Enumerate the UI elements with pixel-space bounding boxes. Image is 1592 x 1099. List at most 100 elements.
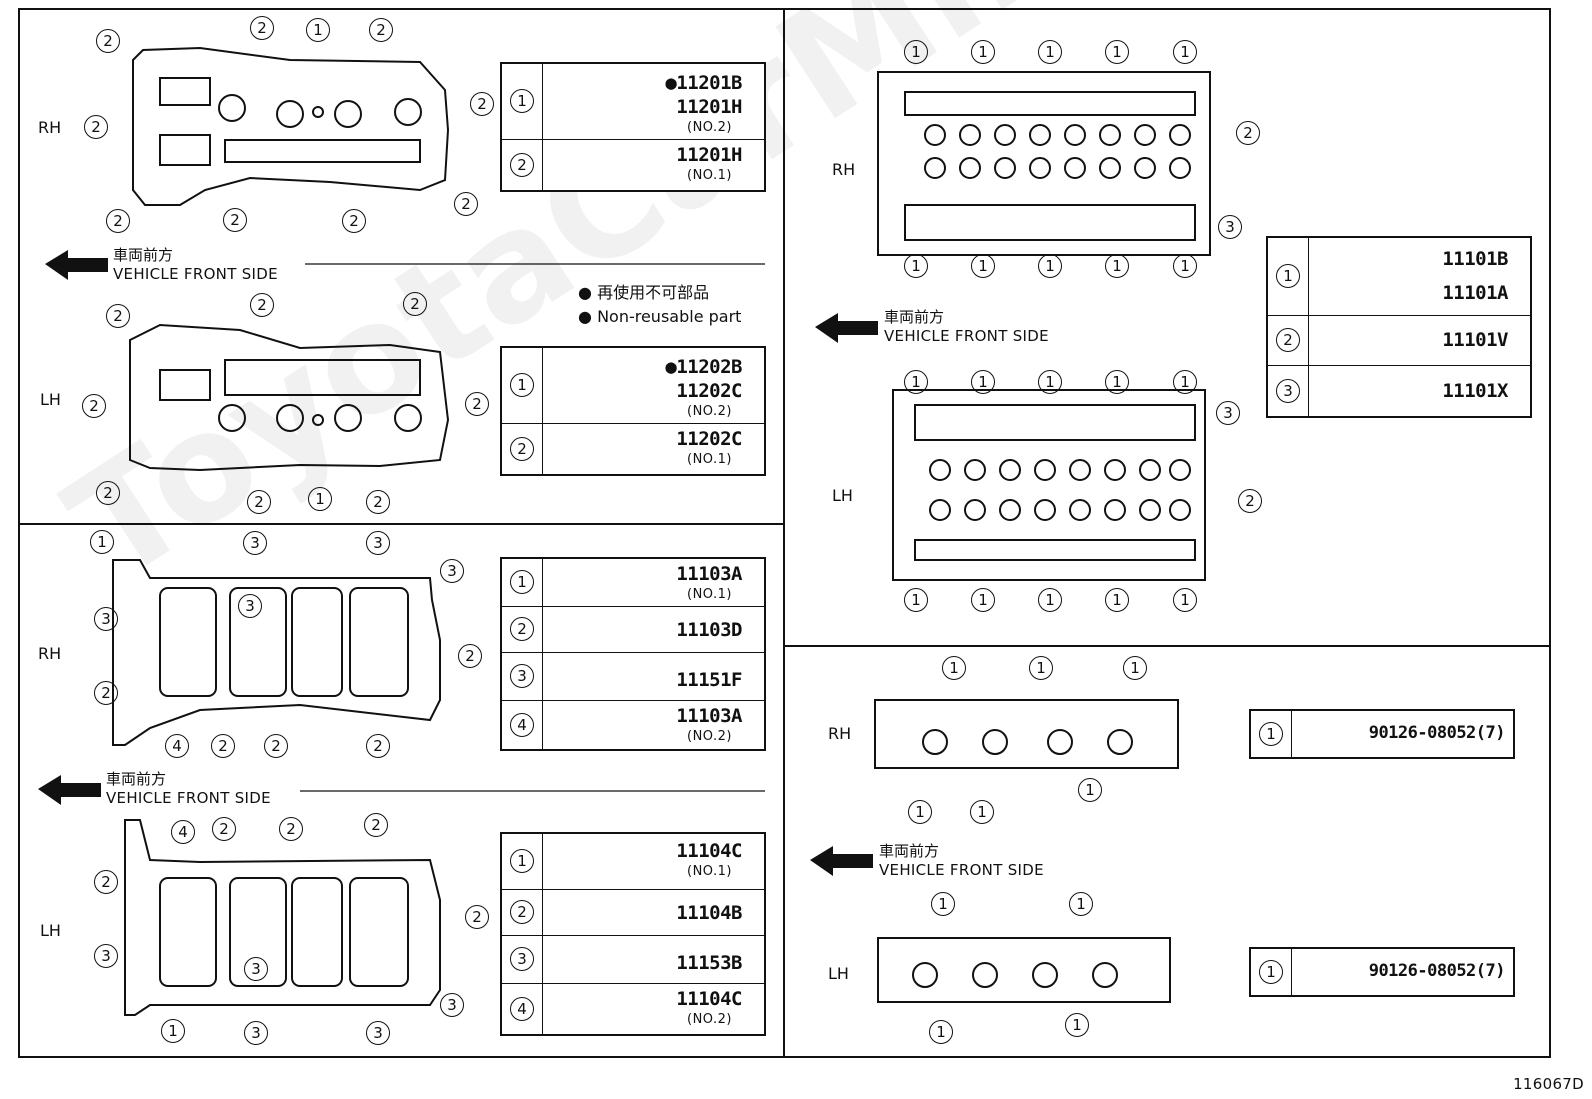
callout-2: 2 — [465, 905, 489, 929]
callout-2: 2 — [94, 870, 118, 894]
vehicle-front-en: VEHICLE FRONT SIDE — [879, 861, 1044, 879]
callout-1: 1 — [1105, 588, 1129, 612]
callout-1: 1 — [1078, 778, 1102, 802]
part-number: 11153B — [676, 951, 742, 974]
callout-2: 2 — [212, 817, 236, 841]
callout-4: 4 — [510, 712, 535, 737]
callout-2: 2 — [366, 734, 390, 758]
legend-jp: 再使用不可部品 — [597, 283, 710, 302]
callout-3: 3 — [1276, 378, 1301, 403]
callout-3: 3 — [366, 1021, 390, 1045]
part-sub: (NO.2) — [687, 120, 732, 135]
callout-2: 2 — [106, 209, 130, 233]
callout-1: 1 — [1038, 40, 1062, 64]
callout-3: 3 — [440, 993, 464, 1017]
rh-label-manifold: RH — [828, 724, 852, 743]
callout-4: 4 — [165, 734, 189, 758]
part-number: 11101X — [1442, 379, 1508, 402]
lh-oil-pan-outline — [124, 819, 441, 1016]
callout-3: 3 — [243, 531, 267, 555]
part-number: 11104C — [676, 987, 742, 1010]
callout-2: 2 — [510, 900, 535, 924]
lh-manifold-outline — [877, 937, 1171, 1003]
callout-2: 2 — [250, 293, 274, 317]
callout-3: 3 — [238, 594, 262, 618]
callout-2: 2 — [454, 192, 478, 216]
callout-2: 2 — [510, 436, 535, 461]
callout-1: 1 — [908, 800, 932, 824]
callout-3: 3 — [1216, 401, 1240, 425]
callout-3: 3 — [1218, 215, 1242, 239]
vehicle-front-jp: 車両前方 — [879, 842, 940, 860]
part-number: 90126-08052(7) — [1368, 961, 1506, 981]
callout-1: 1 — [1173, 40, 1197, 64]
lh-cylinder-head-outline — [892, 389, 1206, 581]
non-reusable-dot-icon: ● — [665, 356, 677, 378]
part-sub: (NO.1) — [687, 864, 732, 879]
part-number: 11101V — [1442, 328, 1508, 351]
callout-1: 1 — [1038, 254, 1062, 278]
callout-1: 1 — [971, 370, 995, 394]
callout-2: 2 — [211, 734, 235, 758]
callout-1: 1 — [1259, 960, 1284, 984]
part-number: 11103A — [676, 704, 742, 727]
callout-3: 3 — [94, 607, 118, 631]
pan-lh-parts-table: 1 11104C(NO.1) 2 11104B 3 11153B 4 11104… — [500, 832, 766, 1036]
callout-3: 3 — [244, 957, 268, 981]
part-number: 11104C — [676, 840, 742, 862]
vehicle-front-jp: 車両前方 — [884, 308, 945, 326]
callout-2: 2 — [1276, 328, 1301, 352]
callout-1: 1 — [971, 254, 995, 278]
callout-1: 1 — [1069, 892, 1093, 916]
callout-2: 2 — [96, 29, 120, 53]
callout-2: 2 — [96, 481, 120, 505]
callout-1: 1 — [1029, 656, 1053, 680]
rocker-rh-parts-table: 1 ●11201B 11201H (NO.2) 2 11201H (NO.1) — [500, 62, 766, 192]
rh-label-head: RH — [832, 160, 856, 179]
rh-label-rocker: RH — [38, 118, 62, 137]
callout-3: 3 — [510, 947, 535, 971]
callout-1: 1 — [971, 588, 995, 612]
bullet-icon: ● — [578, 283, 592, 302]
part-number: 11101A — [1442, 282, 1508, 304]
lh-label-head: LH — [832, 486, 853, 505]
callout-3: 3 — [244, 1021, 268, 1045]
callout-3: 3 — [94, 944, 118, 968]
part-sub: (NO.2) — [687, 728, 732, 744]
callout-2: 2 — [94, 681, 118, 705]
callout-1: 1 — [904, 40, 928, 64]
callout-1: 1 — [904, 588, 928, 612]
callout-1: 1 — [1038, 588, 1062, 612]
vehicle-front-en: VEHICLE FRONT SIDE — [113, 265, 278, 283]
rocker-lh-parts-table: 1 ●11202B 11202C (NO.2) 2 11202C (NO.1) — [500, 346, 766, 476]
lh-label-rocker: LH — [40, 390, 61, 409]
non-reusable-dot-icon: ● — [665, 72, 677, 94]
part-number: 11151F — [676, 668, 742, 691]
part-sub: (NO.1) — [687, 167, 732, 183]
callout-1: 1 — [510, 570, 535, 595]
non-reusable-legend: ● 再使用不可部品 ● Non-reusable part — [578, 281, 741, 329]
callout-3: 3 — [440, 559, 464, 583]
part-sub: (NO.1) — [687, 587, 732, 602]
part-number: 11201B — [676, 72, 742, 94]
callout-2: 2 — [342, 209, 366, 233]
callout-2: 2 — [470, 92, 494, 116]
callout-3: 3 — [366, 531, 390, 555]
manifold-lh-parts-table: 1 90126-08052(7) — [1249, 947, 1515, 997]
callout-1: 1 — [1038, 370, 1062, 394]
vehicle-front-note-2: 車両前方 VEHICLE FRONT SIDE — [106, 768, 271, 807]
callout-2: 2 — [1238, 489, 1262, 513]
lh-label-pan: LH — [40, 921, 61, 940]
callout-2: 2 — [264, 734, 288, 758]
vehicle-front-note-1: 車両前方 VEHICLE FRONT SIDE — [113, 244, 278, 283]
vehicle-front-note-4: 車両前方 VEHICLE FRONT SIDE — [879, 840, 1044, 879]
callout-1: 1 — [1173, 370, 1197, 394]
callout-1: 1 — [161, 1019, 185, 1043]
callout-2: 2 — [82, 394, 106, 418]
part-sub: (NO.1) — [687, 451, 732, 467]
callout-1: 1 — [1276, 264, 1301, 289]
part-sub: (NO.2) — [687, 404, 732, 419]
callout-1: 1 — [510, 849, 535, 874]
callout-2: 2 — [403, 292, 427, 316]
